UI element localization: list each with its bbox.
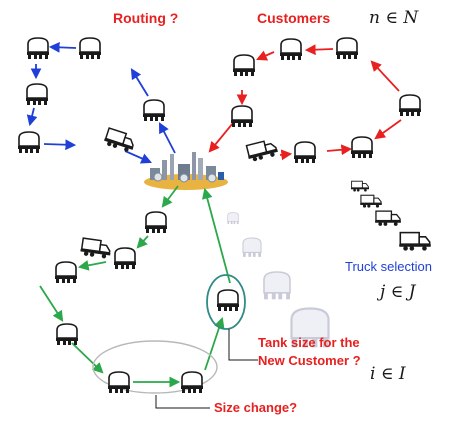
truck-option-large [374,210,402,227]
truck-option-xlarge [398,231,432,252]
tank-size-label-line2: New Customer ? [258,353,361,368]
customer-tank [335,37,359,60]
customer-tank [113,247,137,270]
customer-tank [54,261,78,284]
customer-tank [26,37,50,60]
tank-option-medium [263,271,291,301]
green-route [39,185,231,388]
tank-size-options [227,212,330,349]
truck-selection-label: Truck selection [345,259,432,274]
customer-tank [55,323,79,346]
delivery-truck-icon [102,127,138,155]
tank-size-label-line1: Tank size for the [258,335,360,350]
customer-tank [230,105,254,128]
truck-options [350,180,432,252]
truck-set-notation: j ∈ J [380,282,416,302]
customer-tank [142,99,166,122]
customer-tank [279,38,303,61]
customer-tank [180,371,204,394]
customer-tank [25,83,49,106]
customer-tank [398,94,422,117]
red-route [208,44,402,161]
routing-label: Routing ? [113,10,179,26]
customers-set-notation: n ∈ N [369,8,419,28]
truck-option-medium [359,194,383,209]
customers-label: Customers [257,10,331,26]
tank-option-xs [227,212,239,225]
customer-tank [350,136,374,159]
delivery-truck-icon [79,237,113,260]
customer-tank [17,131,41,154]
customer-tank [293,141,317,164]
customer-tank [144,211,168,234]
size-change-label: Size change? [214,400,298,415]
connector-lines [155,329,258,409]
customer-tank [232,54,256,77]
tank-option-small [242,237,262,258]
tank-set-notation: i ∈ I [370,364,406,384]
new-customer-tank [216,289,240,312]
new-customer-highlight [206,274,246,330]
customer-tank [107,371,131,394]
refinery-icon [144,152,228,190]
customer-tank [78,37,102,60]
delivery-truck-icon [244,137,280,164]
blue-route [26,41,176,164]
truck-option-small [350,180,370,192]
size-change-ellipse [92,340,218,394]
